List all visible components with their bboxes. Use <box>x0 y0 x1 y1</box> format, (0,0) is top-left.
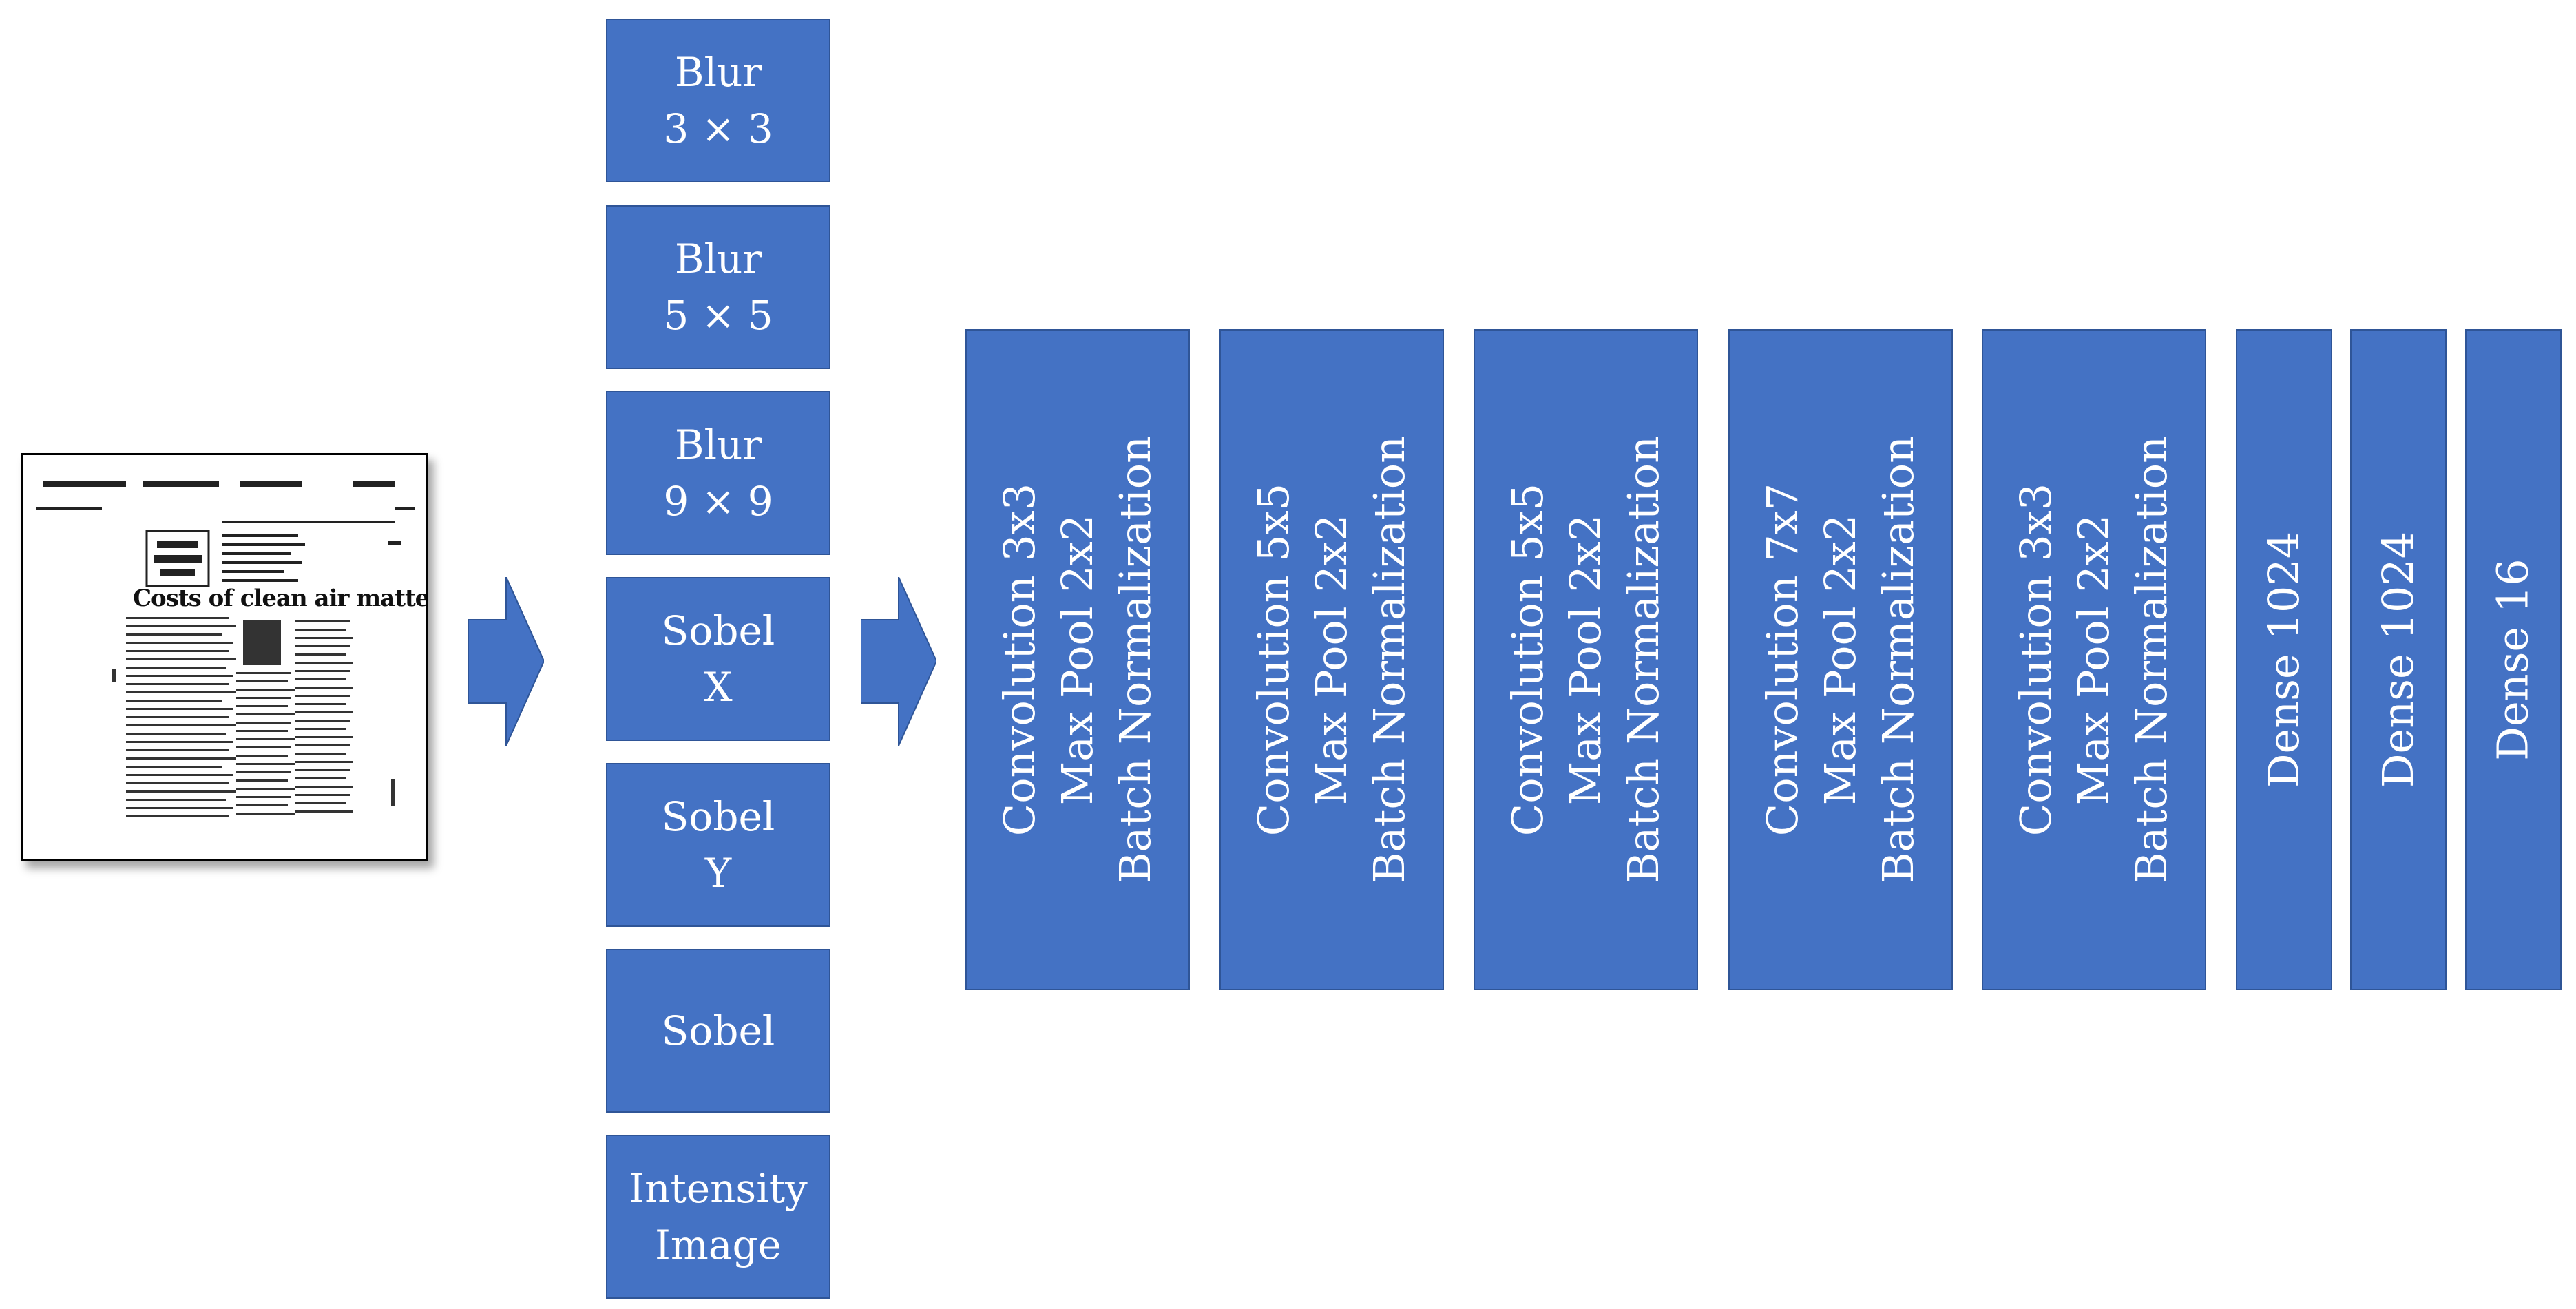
right-arrow-icon <box>468 577 544 746</box>
dense-layer-1: Dense 1024 <box>2236 329 2332 990</box>
norm-label: Batch Normalization <box>1110 435 1160 884</box>
filter-size: 3 × 3 <box>663 105 773 152</box>
filter-axis: Y <box>704 850 732 897</box>
conv-layer-5: Convolution 3x3 Max Pool 2x2 Batch Norma… <box>1982 329 2206 990</box>
pool-label: Max Pool 2x2 <box>1560 514 1611 806</box>
conv-label: Convolution 5x5 <box>1248 483 1299 837</box>
filter-label: Sobel <box>661 607 775 654</box>
conv-label: Convolution 5x5 <box>1502 483 1553 837</box>
conv-layer-1: Convolution 3x3 Max Pool 2x2 Batch Norma… <box>965 329 1190 990</box>
dense-layer-2: Dense 1024 <box>2350 329 2447 990</box>
filter-label: Blur <box>674 235 762 282</box>
norm-label: Batch Normalization <box>1364 435 1414 884</box>
filter-axis: X <box>704 664 733 711</box>
filter-intensity-image: Intensity Image <box>606 1135 830 1299</box>
conv-label: Convolution 3x3 <box>2011 483 2061 837</box>
filter-size: 9 × 9 <box>663 478 773 525</box>
norm-label: Batch Normalization <box>1618 435 1668 884</box>
conv-label: Convolution 3x3 <box>994 483 1045 837</box>
filter-size: 5 × 5 <box>663 292 773 339</box>
document-headline: Costs of clean air matter <box>133 585 428 612</box>
pool-label: Max Pool 2x2 <box>1306 514 1357 806</box>
norm-label: Batch Normalization <box>1873 435 1923 884</box>
filter-blur-5x5: Blur 5 × 5 <box>606 205 830 369</box>
filter-label: Blur <box>674 49 762 96</box>
newspaper-scan <box>36 481 415 817</box>
conv-layer-3: Convolution 5x5 Max Pool 2x2 Batch Norma… <box>1474 329 1698 990</box>
dense-label: Dense 1024 <box>2259 531 2309 788</box>
filter-label: Sobel <box>661 793 775 840</box>
filter-label-2: Image <box>655 1222 782 1268</box>
right-arrow-icon <box>861 577 936 746</box>
pool-label: Max Pool 2x2 <box>1815 514 1865 806</box>
filter-label: Sobel <box>661 1007 775 1054</box>
pool-label: Max Pool 2x2 <box>2069 514 2119 806</box>
filter-blur-3x3: Blur 3 × 3 <box>606 19 830 182</box>
conv-layer-4: Convolution 7x7 Max Pool 2x2 Batch Norma… <box>1728 329 1953 990</box>
filter-blur-9x9: Blur 9 × 9 <box>606 391 830 555</box>
dense-layer-3: Dense 16 <box>2465 329 2562 990</box>
norm-label: Batch Normalization <box>2126 435 2177 884</box>
filter-label: Intensity <box>629 1165 808 1212</box>
conv-label: Convolution 7x7 <box>1757 483 1808 837</box>
filter-sobel-y: Sobel Y <box>606 763 830 927</box>
filter-sobel-x: Sobel X <box>606 577 830 741</box>
conv-layer-2: Convolution 5x5 Max Pool 2x2 Batch Norma… <box>1219 329 1444 990</box>
input-document-image: Costs of clean air matter <box>21 453 428 861</box>
filter-label: Blur <box>674 421 762 468</box>
dense-label: Dense 16 <box>2488 558 2539 761</box>
dense-label: Dense 1024 <box>2373 531 2423 788</box>
filter-sobel: Sobel <box>606 949 830 1113</box>
pool-label: Max Pool 2x2 <box>1052 514 1102 806</box>
